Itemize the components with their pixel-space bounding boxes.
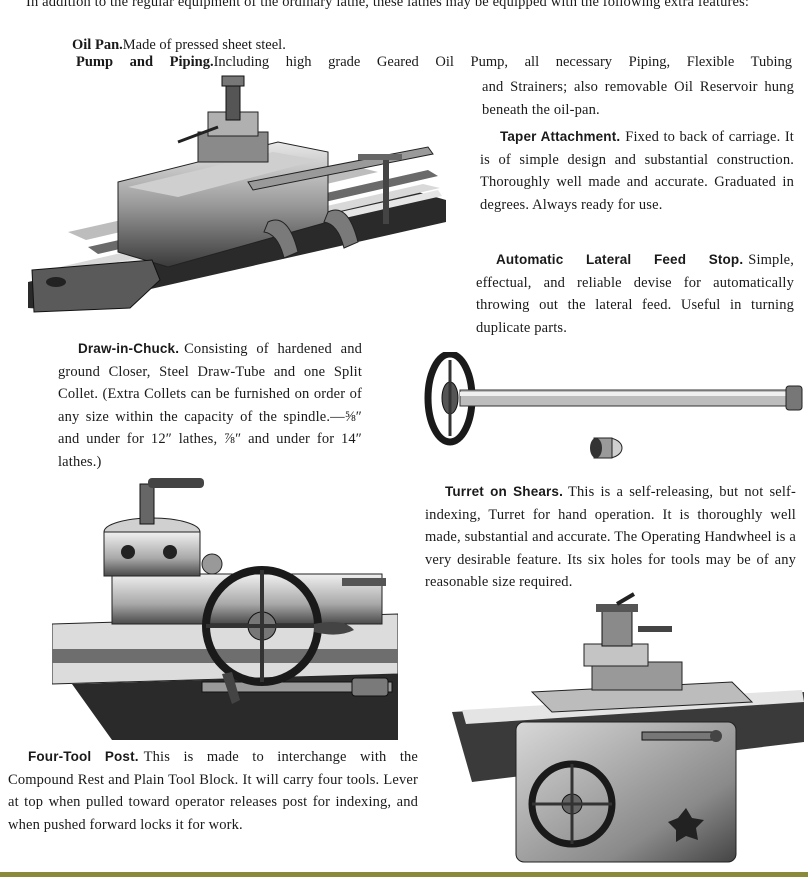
taper-attachment-illustration xyxy=(28,72,450,322)
feature-turret-on-shears: Turret on Shears.This is a self-releasin… xyxy=(425,481,796,594)
oil-pan-title: Oil Pan. xyxy=(72,37,123,53)
draw-in-chuck-title: Draw-in-Chuck. xyxy=(78,341,180,356)
lateral-feed-stop-title: Automatic Lateral Feed Stop. xyxy=(496,252,744,267)
intro-paragraph: In addition to the regular equipment of … xyxy=(26,0,750,10)
oil-pan-text: Made of pressed sheet steel. xyxy=(122,37,286,53)
feature-draw-in-chuck: Draw-in-Chuck.Consisting of hardened and… xyxy=(58,338,362,473)
pump-piping-title: Pump and Piping. xyxy=(76,54,214,70)
four-tool-post-text: This is made to interchange with the Com… xyxy=(8,749,418,833)
draw-in-chuck-text: Consisting of hardened and ground Closer… xyxy=(58,341,362,470)
draw-in-chuck-illustration xyxy=(424,352,808,470)
taper-attachment-title: Taper Attachment. xyxy=(500,129,621,144)
turret-illustration xyxy=(52,474,398,740)
taper-attachment-text: Fixed to back of carriage. It is of simp… xyxy=(480,129,794,213)
feature-four-tool-post: Four-Tool Post.This is made to interchan… xyxy=(8,746,418,836)
bottom-rule xyxy=(0,872,808,877)
feature-pump-piping: Pump and Piping.Including high grade Gea… xyxy=(76,51,792,74)
feature-lateral-feed-stop: Automatic Lateral Feed Stop.Simple, effe… xyxy=(476,249,794,339)
pump-piping-text-line1: Including high grade Geared Oil Pump, al… xyxy=(213,54,792,70)
turret-on-shears-title: Turret on Shears. xyxy=(445,484,563,499)
four-tool-post-title: Four-Tool Post. xyxy=(28,749,139,764)
pump-piping-text-rest: and Strainers; also removable Oil Reserv… xyxy=(482,79,794,118)
lateral-feed-stop-text: Simple, effectual, and reliable devise f… xyxy=(476,252,794,336)
feature-oil-pan: Oil Pan.Made of pressed sheet steel. xyxy=(72,34,286,57)
turret-on-shears-text: This is a self-releasing, but not self-i… xyxy=(425,484,796,590)
feature-taper-attachment: Taper Attachment.Fixed to back of carria… xyxy=(480,126,794,216)
four-tool-post-illustration xyxy=(452,592,804,868)
